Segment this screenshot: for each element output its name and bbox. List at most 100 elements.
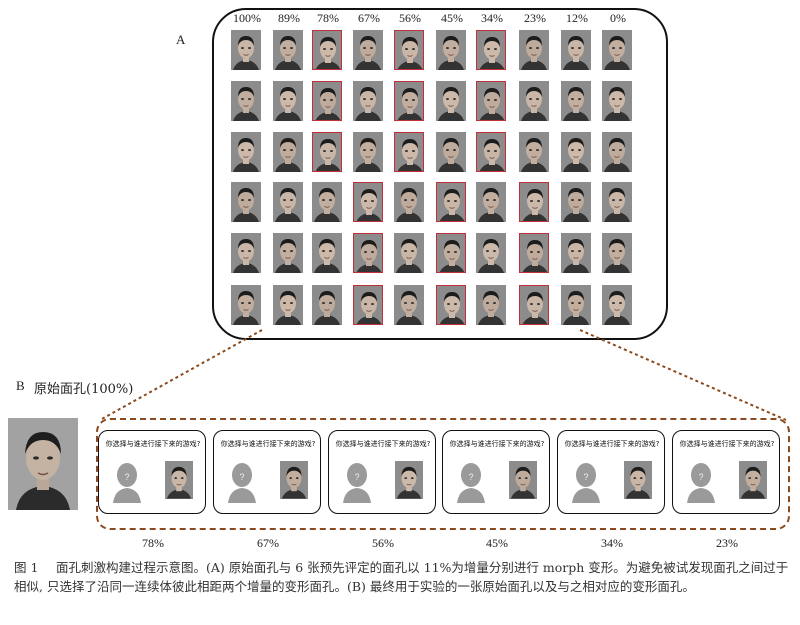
morph-face-r3-c2 [312,182,342,222]
panel-b-title: 原始面孔(100%) [34,382,134,397]
morph-face-r2-c6 [476,132,506,172]
morph-face-thumbnail [739,461,767,499]
percentage-label-9: 0% [610,11,626,25]
card-question: 你选择与谁进行接下来的游戏? [449,440,545,448]
card-percentage-4: 34% [601,536,623,550]
morph-face-r0-c5 [436,30,466,70]
svg-text:?: ? [239,472,244,482]
morph-face-r1-c4 [394,81,424,121]
morph-face-r1-c0 [231,81,261,121]
morph-face-r5-c4 [394,285,424,325]
morph-face-r5-c6 [476,285,506,325]
morph-face-r1-c5 [436,81,466,121]
morph-face-r2-c8 [561,132,591,172]
morph-face-r1-c1 [273,81,303,121]
morph-face-r0-c7 [519,30,549,70]
morph-face-r1-c9 [602,81,632,121]
morph-face-r2-c9 [602,132,632,172]
morph-face-r3-c5 [436,182,466,222]
morph-face-r5-c5 [436,285,466,325]
original-face-photo [8,418,78,510]
morph-face-r3-c6 [476,182,506,222]
card-percentage-0: 78% [142,536,164,550]
silhouette-placeholder: ? [226,461,258,507]
percentage-label-6: 34% [481,11,503,25]
percentage-label-4: 56% [399,11,421,25]
percentage-label-1: 89% [278,11,300,25]
morph-face-r3-c7 [519,182,549,222]
morph-face-r5-c7 [519,285,549,325]
morph-face-r4-c7 [519,233,549,273]
morph-face-r5-c1 [273,285,303,325]
morph-face-thumbnail [280,461,308,499]
morph-face-r2-c3 [353,132,383,172]
morph-face-r2-c5 [436,132,466,172]
morph-face-r1-c7 [519,81,549,121]
morph-face-r4-c2 [312,233,342,273]
morph-face-r4-c4 [394,233,424,273]
svg-text:?: ? [698,472,703,482]
silhouette-placeholder: ? [685,461,717,507]
morph-face-r3-c9 [602,182,632,222]
card-percentage-5: 23% [716,536,738,550]
card-question: 你选择与谁进行接下来的游戏? [679,440,775,448]
morph-face-r3-c1 [273,182,303,222]
svg-text:?: ? [124,472,129,482]
morph-face-r2-c7 [519,132,549,172]
morph-face-r4-c8 [561,233,591,273]
card-question: 你选择与谁进行接下来的游戏? [335,440,431,448]
morph-face-r5-c3 [353,285,383,325]
percentage-label-2: 78% [317,11,339,25]
morph-face-r2-c4 [394,132,424,172]
morph-face-r5-c2 [312,285,342,325]
morph-face-r4-c5 [436,233,466,273]
morph-face-r1-c3 [353,81,383,121]
morph-face-r0-c4 [394,30,424,70]
morph-face-r0-c0 [231,30,261,70]
morph-face-r0-c2 [312,30,342,70]
silhouette-placeholder: ? [570,461,602,507]
connector-right [579,329,787,421]
choice-card-1: 你选择与谁进行接下来的游戏? ? [213,430,321,514]
choice-card-5: 你选择与谁进行接下来的游戏? ? [672,430,780,514]
silhouette-placeholder: ? [111,461,143,507]
morph-face-thumbnail [624,461,652,499]
svg-text:?: ? [583,472,588,482]
morph-face-r5-c0 [231,285,261,325]
morph-face-r4-c9 [602,233,632,273]
percentage-label-7: 23% [524,11,546,25]
morph-face-r4-c3 [353,233,383,273]
morph-face-r1-c8 [561,81,591,121]
morph-face-r5-c9 [602,285,632,325]
morph-face-r2-c0 [231,132,261,172]
morph-face-r4-c0 [231,233,261,273]
panel-a-label: A [176,32,186,47]
choice-card-2: 你选择与谁进行接下来的游戏? ? [328,430,436,514]
caption-text: 面孔刺激构建过程示意图。(A) 原始面孔与 6 张预先评定的面孔以 11%为增量… [14,560,789,594]
card-percentage-3: 45% [486,536,508,550]
silhouette-placeholder: ? [341,461,373,507]
morph-face-thumbnail [509,461,537,499]
panel-b-label: B [16,378,25,393]
card-percentage-2: 56% [372,536,394,550]
morph-face-r4-c1 [273,233,303,273]
morph-face-r3-c3 [353,182,383,222]
card-question: 你选择与谁进行接下来的游戏? [105,440,201,448]
percentage-label-0: 100% [233,11,261,25]
morph-face-r0-c9 [602,30,632,70]
morph-face-thumbnail [165,461,193,499]
morph-face-r2-c2 [312,132,342,172]
morph-face-r1-c6 [476,81,506,121]
choice-card-3: 你选择与谁进行接下来的游戏? ? [442,430,550,514]
card-percentage-1: 67% [257,536,279,550]
panel-b-frame [96,418,790,530]
percentage-label-8: 12% [566,11,588,25]
figure-label: 图 1 [14,560,39,575]
percentage-label-3: 67% [358,11,380,25]
morph-face-r0-c3 [353,30,383,70]
silhouette-placeholder: ? [455,461,487,507]
morph-face-thumbnail [395,461,423,499]
svg-text:?: ? [354,472,359,482]
